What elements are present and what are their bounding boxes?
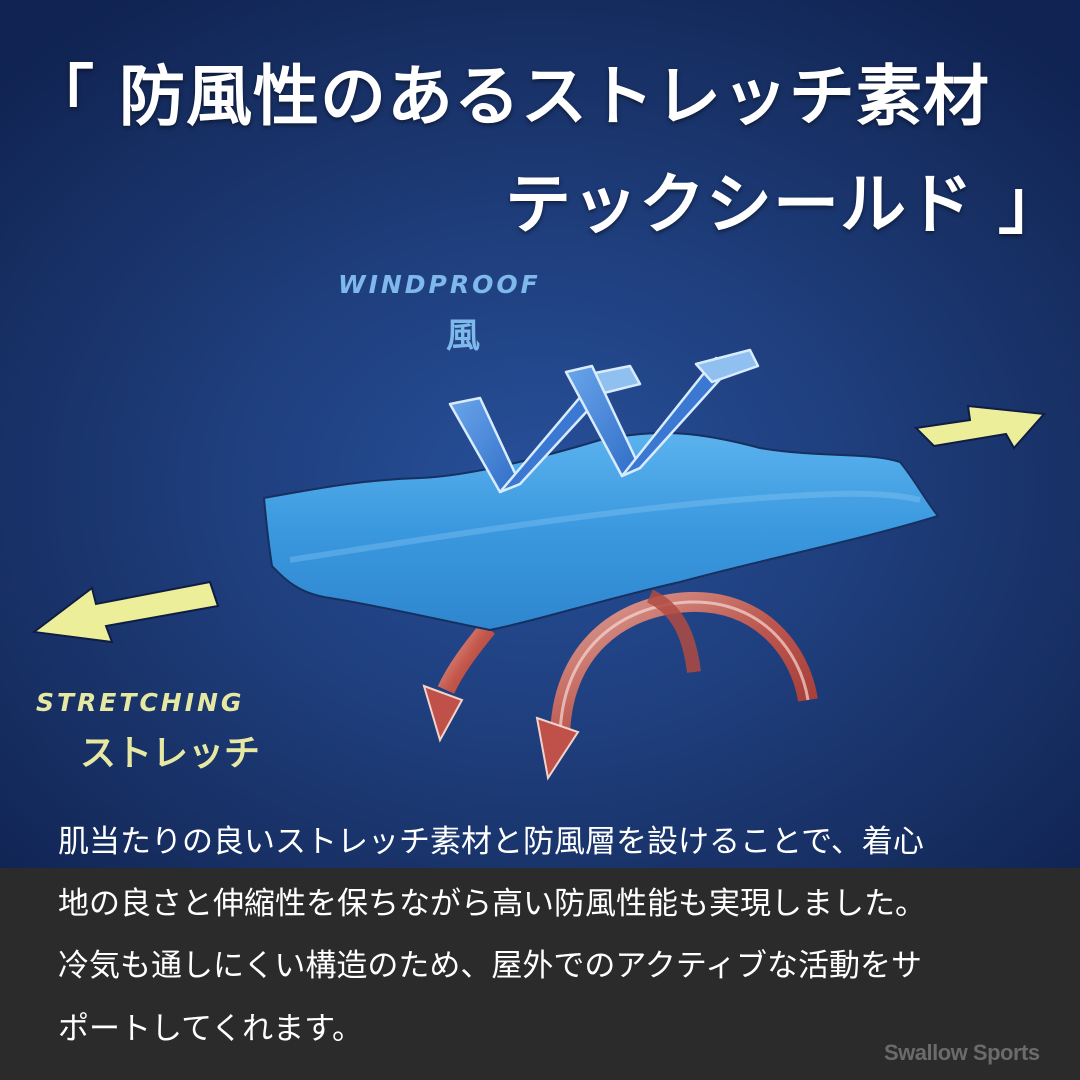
description-line-4: ポートしてくれます。 — [58, 1011, 364, 1047]
windproof-label-en: WINDPROOF — [338, 270, 541, 299]
fabric-layer-icon — [262, 432, 940, 632]
description-line-1: 肌当たりの良いストレッチ素材と防風層を設けることで、着心 — [58, 824, 924, 860]
heat-circulation-arrows-icon — [422, 589, 818, 781]
stretching-label-jp: ストレッチ — [80, 733, 261, 774]
brand-watermark: Swallow Sports — [884, 1040, 1040, 1065]
stretch-arrow-left-icon — [31, 580, 220, 644]
headline-line-1: 「 防風性のあるストレッチ素材 — [28, 58, 990, 135]
description-background — [0, 868, 1080, 1080]
stretch-arrow-right-icon — [913, 404, 1047, 450]
headline-line-2: テックシールド 」 — [505, 166, 1065, 243]
fabric-diagram — [31, 348, 1047, 781]
description-line-3: 冷気も通しにくい構造のため、屋外でのアクティブな活動をサ — [58, 948, 922, 984]
stretching-label-en: STRETCHING — [36, 688, 245, 717]
wind-deflect-arrows-icon — [448, 348, 760, 494]
description-line-2: 地の良さと伸縮性を保ちながら高い防風性能も実現しました。 — [58, 886, 926, 922]
windproof-label-jp: 風 — [446, 316, 480, 356]
